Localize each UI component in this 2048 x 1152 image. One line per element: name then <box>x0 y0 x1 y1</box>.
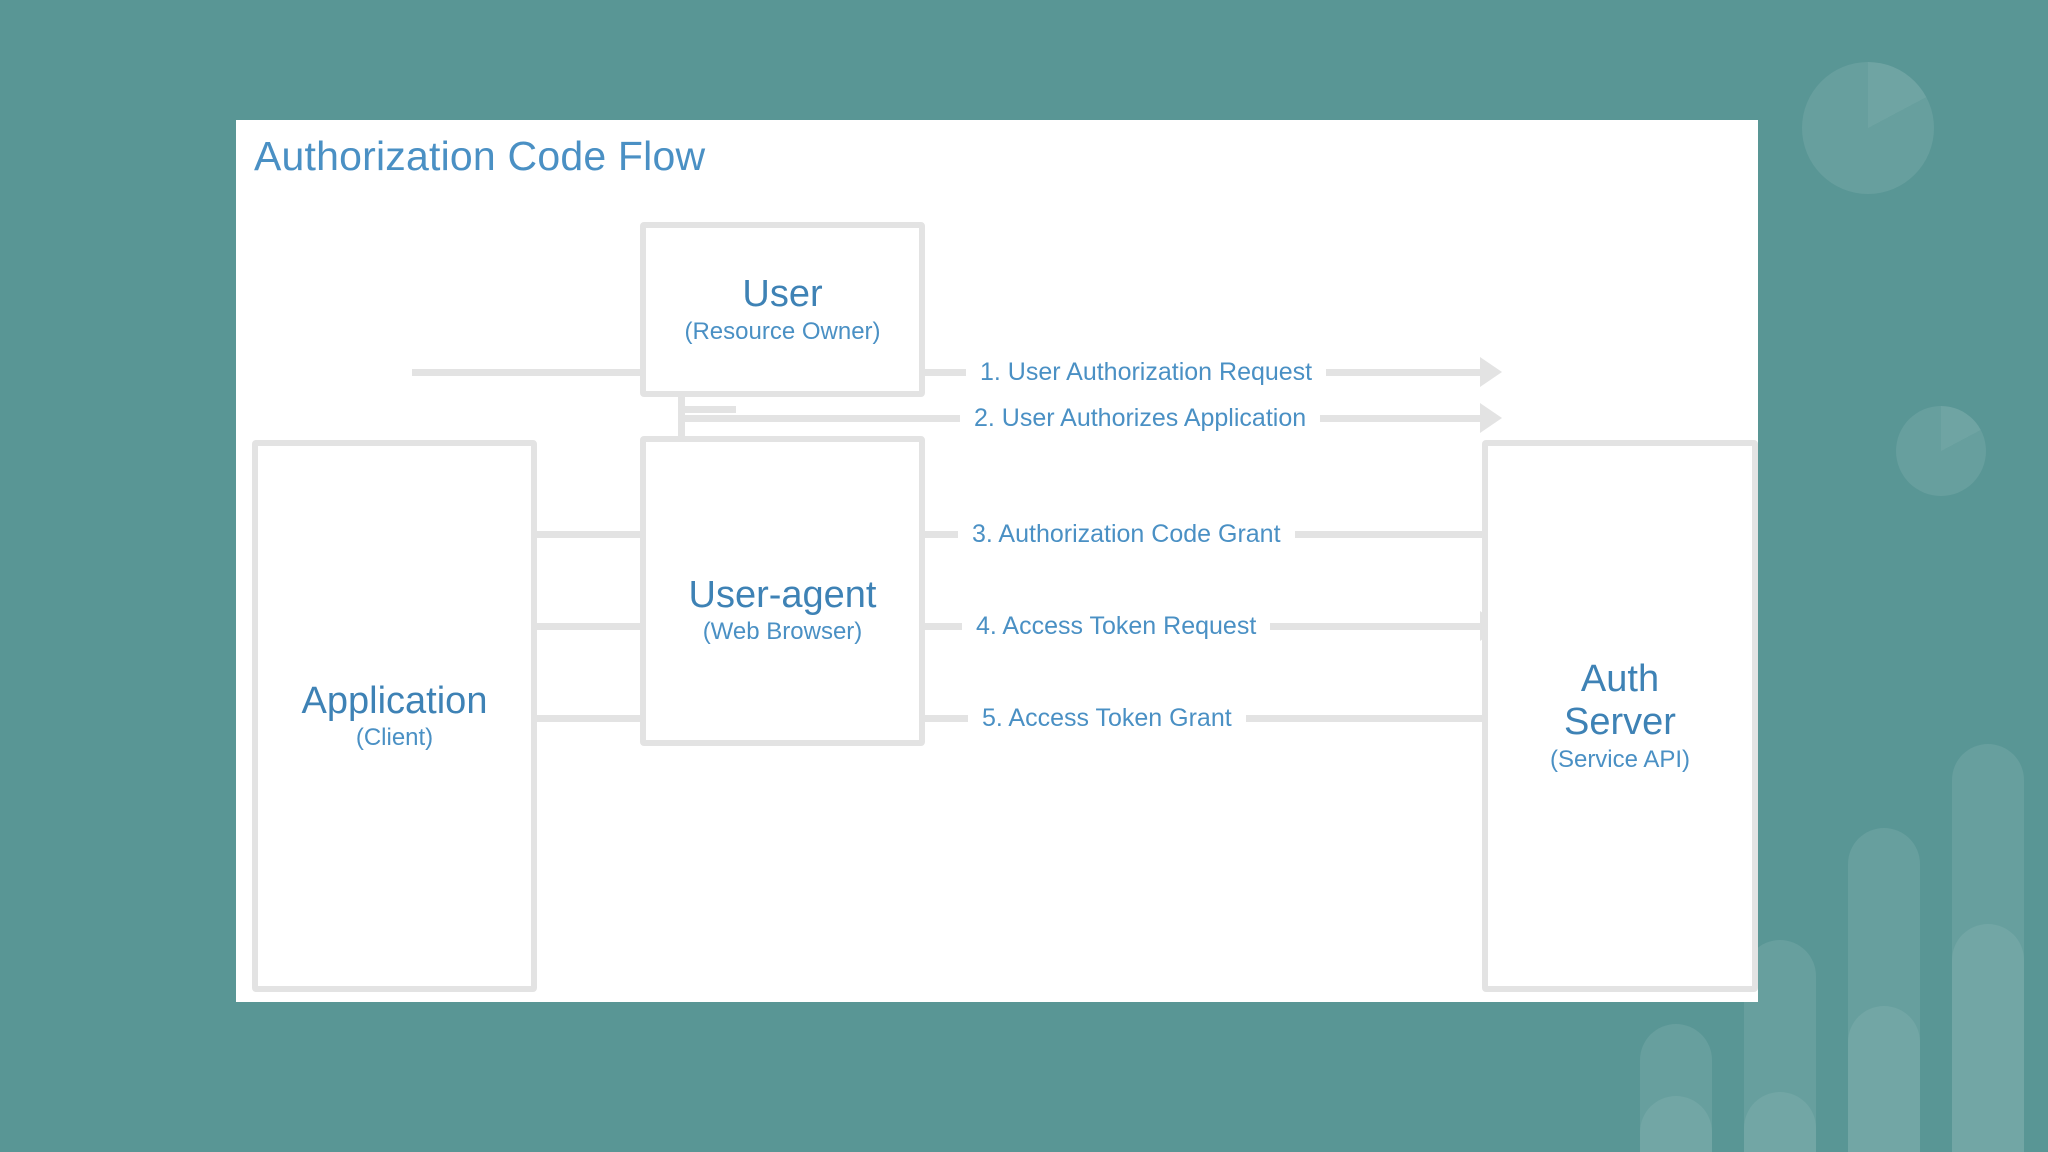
bar-cap <box>1640 1096 1712 1152</box>
pie-chart-decoration-middle <box>1896 406 1986 496</box>
actor-title-auth-server: Auth Server <box>1564 658 1676 743</box>
actor-box-user[interactable]: User (Resource Owner) <box>640 222 925 397</box>
bar-chart-bar-3 <box>1848 828 1920 1152</box>
flow-label-3: 3. Authorization Code Grant <box>958 519 1295 549</box>
actor-box-application[interactable]: Application (Client) <box>252 440 537 992</box>
flow-label-1: 1. User Authorization Request <box>966 357 1327 387</box>
page-title: Authorization Code Flow <box>254 133 706 179</box>
flow-label-2: 2. User Authorizes Application <box>960 403 1321 433</box>
flow-5-line <box>448 715 1484 722</box>
flow-2-arrowhead-right <box>1480 403 1502 433</box>
flow-label-4: 4. Access Token Request <box>962 611 1271 641</box>
pie-chart-decoration-top <box>1802 62 1934 194</box>
bar-cap <box>1952 924 2024 1152</box>
actor-title-user: User <box>742 273 823 316</box>
flow-label-5: 5. Access Token Grant <box>968 703 1246 733</box>
actor-subtitle-user: (Resource Owner) <box>684 317 881 345</box>
flow-4-line <box>412 623 1480 630</box>
actor-box-auth-server[interactable]: Auth Server (Service API) <box>1482 440 1758 992</box>
pie-wedge <box>1896 406 1986 496</box>
actor-title-application: Application <box>301 679 488 722</box>
actor-label-wrap-user-agent: User-agent (Web Browser) <box>689 574 877 647</box>
actor-box-user-agent[interactable]: User-agent (Web Browser) <box>640 436 925 746</box>
actor-subtitle-auth-server: (Service API) <box>1549 745 1691 773</box>
flow-1-arrowhead-right <box>1480 357 1502 387</box>
bar-chart-bar-1 <box>1640 1024 1712 1152</box>
flow-1-line <box>412 369 1480 376</box>
actor-title-user-agent: User-agent <box>688 573 877 616</box>
bar-cap <box>1744 1092 1816 1152</box>
pie-wedge <box>1802 62 1934 194</box>
connector-user-to-flow1 <box>678 406 736 413</box>
bar-cap <box>1848 1006 1920 1152</box>
actor-subtitle-application: (Client) <box>355 724 434 752</box>
bar-chart-bar-4 <box>1952 744 2024 1152</box>
actor-subtitle-user-agent: (Web Browser) <box>702 618 863 646</box>
